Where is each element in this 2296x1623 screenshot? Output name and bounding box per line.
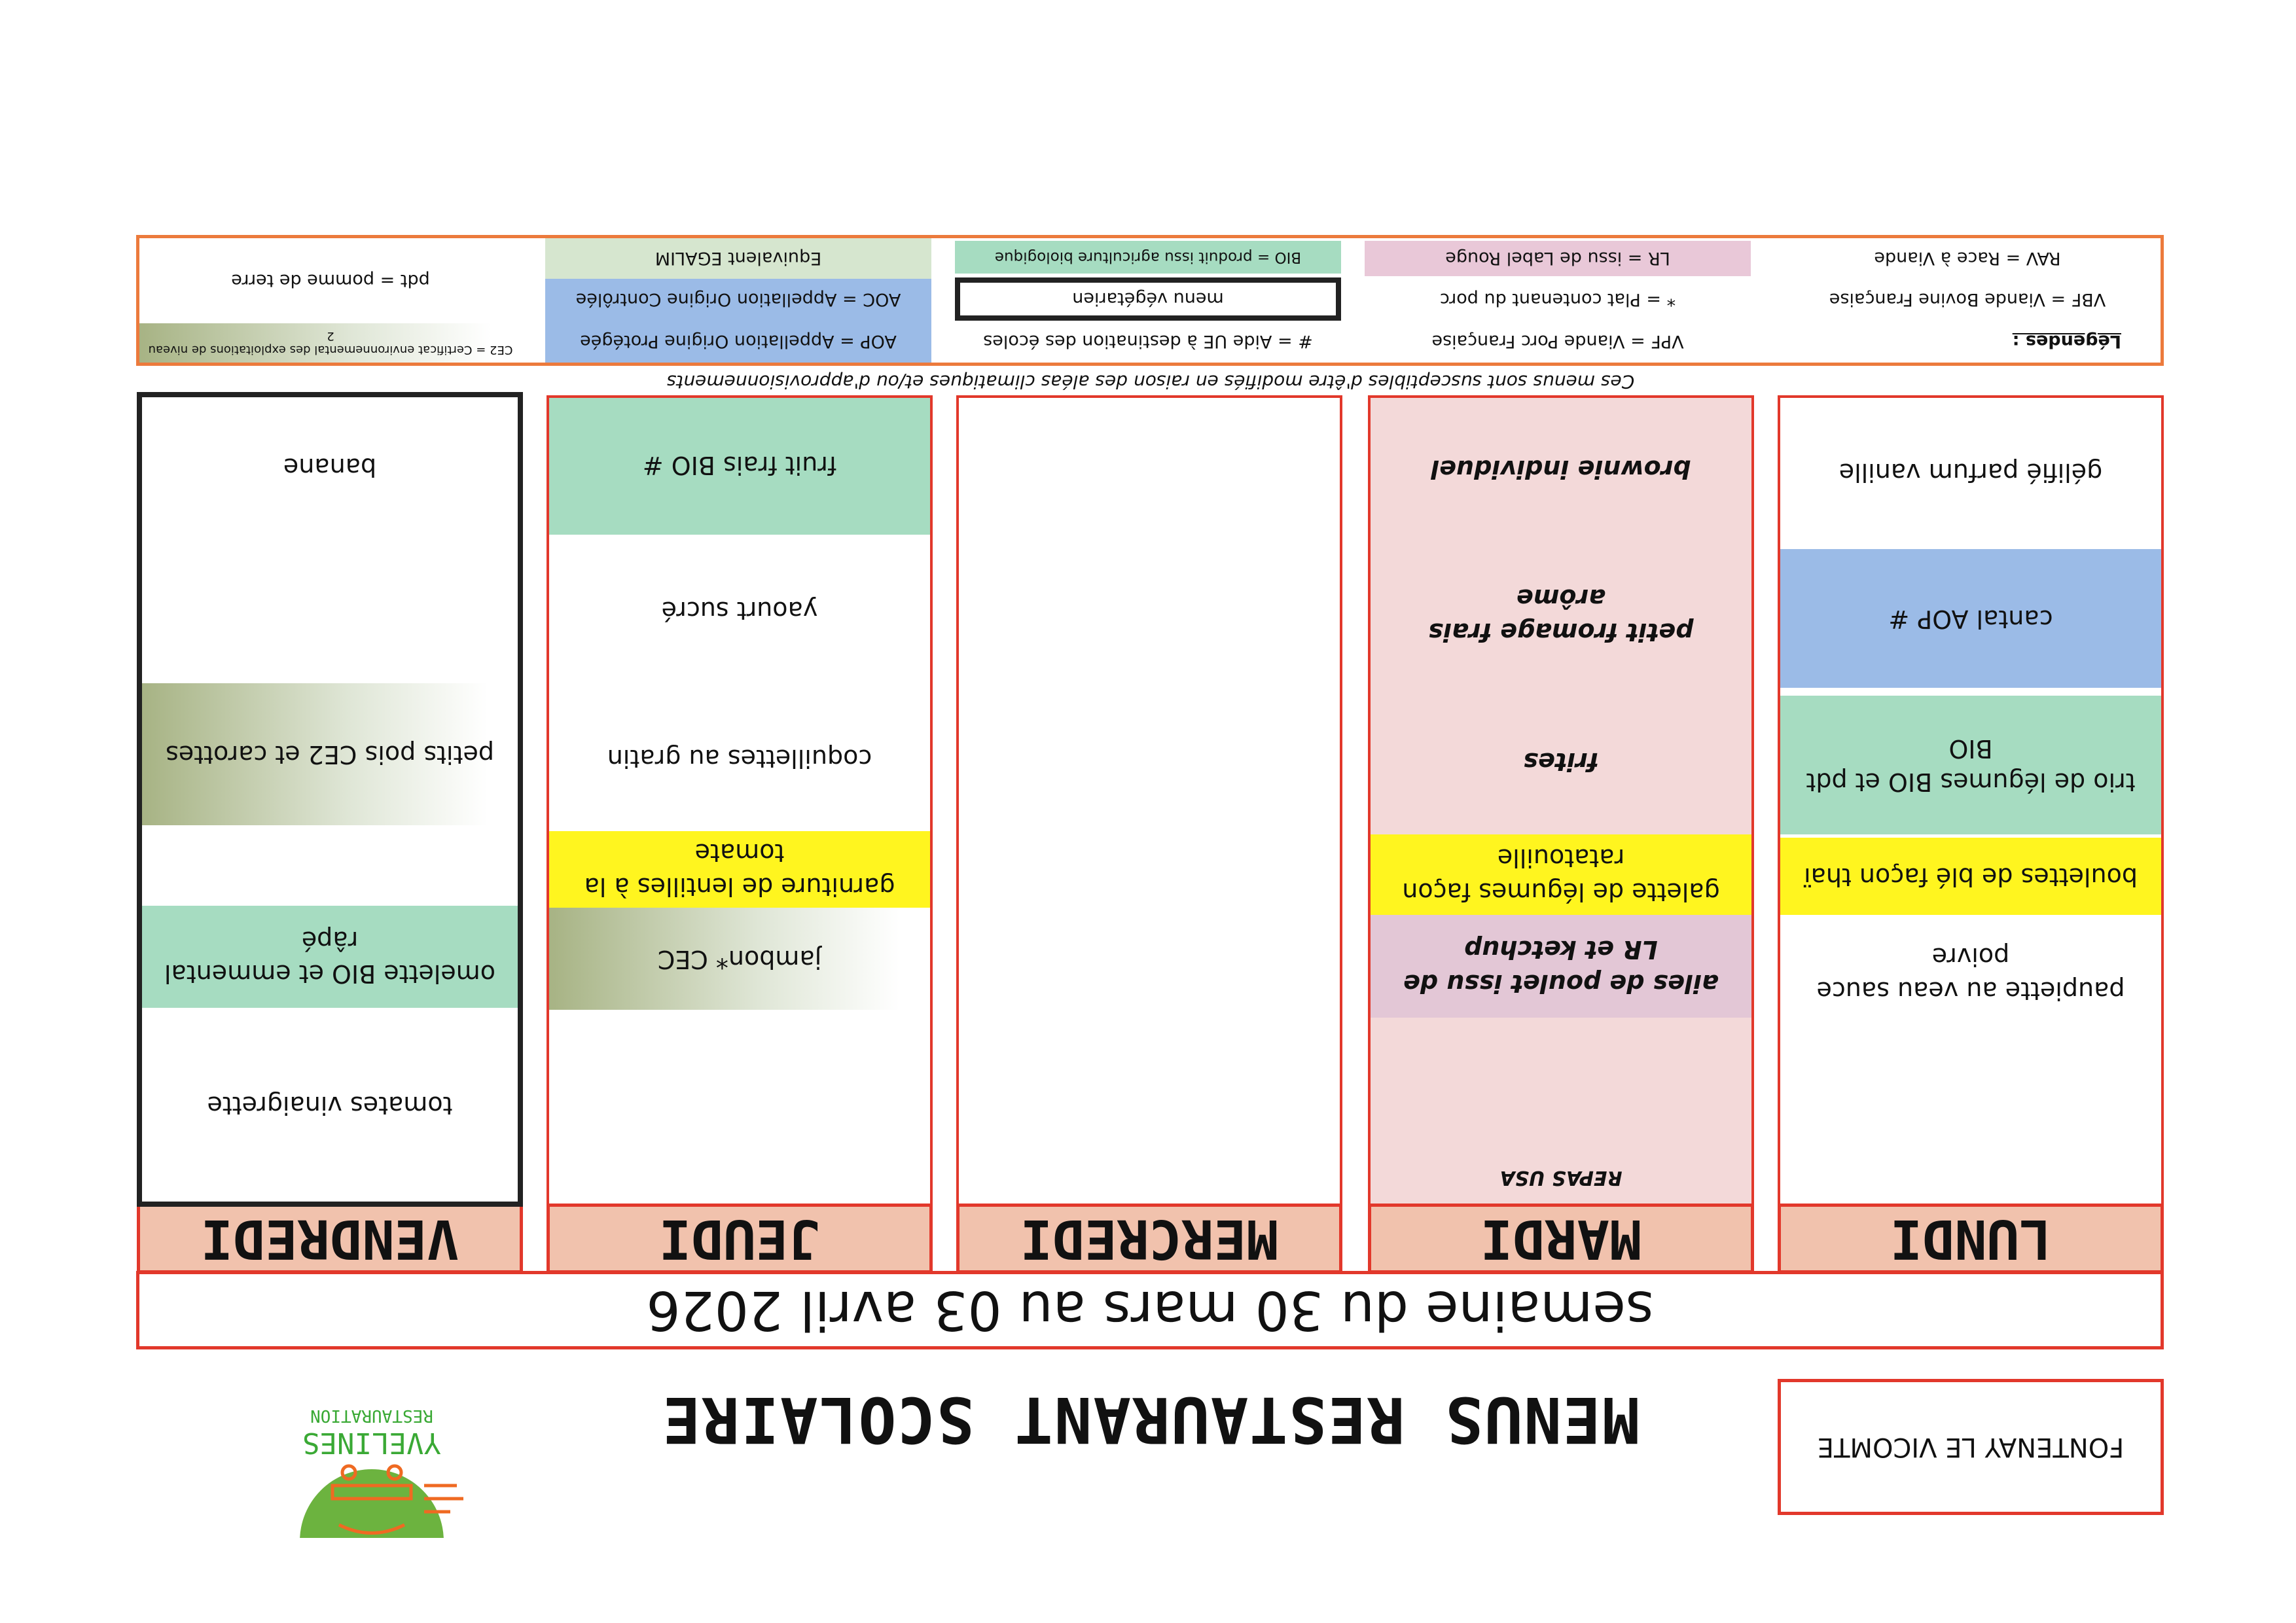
legend-bio: BIO = produit issu agriculture biologiqu… xyxy=(955,241,1341,274)
day-header-lundi: LUNDI xyxy=(1778,1204,2164,1274)
menu-item: banane xyxy=(283,452,377,482)
menu-item: galette de légumes façon ratatouille xyxy=(1371,834,1751,915)
logo-text-2: RESTAURATION xyxy=(310,1406,433,1425)
day-header-mardi: MARDI xyxy=(1368,1204,1754,1274)
menu-item: gélifié parfum vanille xyxy=(1839,458,2103,488)
legend-ce2-level: 2 xyxy=(327,329,334,343)
day-column-mardi: REPAS USA ailes de poulet issu de LR et k… xyxy=(1368,395,1754,1204)
menu-item: tomates vinaigrette xyxy=(207,1090,453,1120)
legend-aoc: AOC = Appellation Origine Contrôlée xyxy=(545,279,931,321)
menu-item: garniture de lentilles à la tomate xyxy=(549,831,930,908)
menu-item: fruit frais BIO # xyxy=(549,395,930,535)
legend-ce2-text: CE2 = Certificat environnemental des exp… xyxy=(148,343,513,357)
menu-item: frites xyxy=(1523,747,1599,776)
menu-item: boulettes de blé façon thaï xyxy=(1780,838,2161,915)
menu-item: yaourt sucré xyxy=(661,596,818,625)
week-banner: semaine du 30 mars au 03 avril 2026 xyxy=(136,1271,2164,1349)
menu-item: petits pois CE2 et carottes xyxy=(142,683,518,825)
legend-vpf: VPF = Viande Porc Française xyxy=(1431,331,1684,352)
day-column-mercredi xyxy=(956,395,1342,1204)
menu-item: coquillettes au gratin xyxy=(607,744,872,774)
legend-veg: menu végétarien xyxy=(955,277,1341,321)
legend-box: Légendes : VBF = Viande Bovine Française… xyxy=(136,235,2164,366)
page-title: MENUS RESTAURANT SCOLAIRE xyxy=(661,1383,1640,1456)
theme-note: REPAS USA xyxy=(1499,1166,1623,1190)
menu-item: omelette BIO et emmental râpé xyxy=(142,906,518,1008)
legend-ce2: CE2 = Certificat environnemental des exp… xyxy=(139,323,522,363)
menu-item: trio de légumes BIO et pdt BIO xyxy=(1780,696,2161,834)
logo-text-1: YVELINES xyxy=(302,1426,441,1459)
legend-aide: # = Aide UE à destination des écoles xyxy=(983,331,1313,352)
legend-rav: RAV = Race à Viande xyxy=(1874,248,2061,269)
day-column-vendredi: tomates vinaigrette omelette BIO et emmen… xyxy=(137,392,523,1207)
menu-item: petit fromage frais arôme xyxy=(1428,584,1694,647)
menu-item: ailes de poulet issu de LR et ketchup xyxy=(1371,915,1751,1018)
day-header-jeudi: JEUDI xyxy=(547,1204,933,1274)
yvelines-restauration-logo: YVELINES RESTAURATION xyxy=(254,1374,463,1541)
legend-aop: AOP = Appellation Origine Protégée xyxy=(545,321,931,363)
legend-vbf: VBF = Viande Bovine Française xyxy=(1829,289,2106,310)
menu-item: brownie individuel xyxy=(1431,454,1691,484)
day-header-mercredi: MERCREDI xyxy=(956,1204,1342,1274)
legend-lr: LR = issu de Label Rouge xyxy=(1365,241,1751,276)
legend-egalim: Equivalent EGALIM xyxy=(545,238,931,279)
day-column-lundi: paupiette au veau sauce poivre boulettes … xyxy=(1778,395,2164,1204)
logo-bowl-icon: YVELINES RESTAURATION xyxy=(300,1406,463,1541)
day-header-vendredi: VENDREDI xyxy=(137,1204,523,1274)
city-box: FONTENAY LE VICOMTE xyxy=(1778,1379,2164,1515)
notice-text: Ces menus sont susceptibles d'être modif… xyxy=(666,371,1635,393)
menu-item: jambon* CEC xyxy=(549,908,930,1010)
menu-item: cantal AOP # xyxy=(1780,549,2161,688)
menu-item: paupiette au veau sauce poivre xyxy=(1816,942,2125,1005)
legend-title: Légendes : xyxy=(2012,331,2121,352)
legend-pdt: pdt = pomme de terre xyxy=(231,270,430,291)
legend-porc: * = Plat contenant du porc xyxy=(1439,289,1676,310)
